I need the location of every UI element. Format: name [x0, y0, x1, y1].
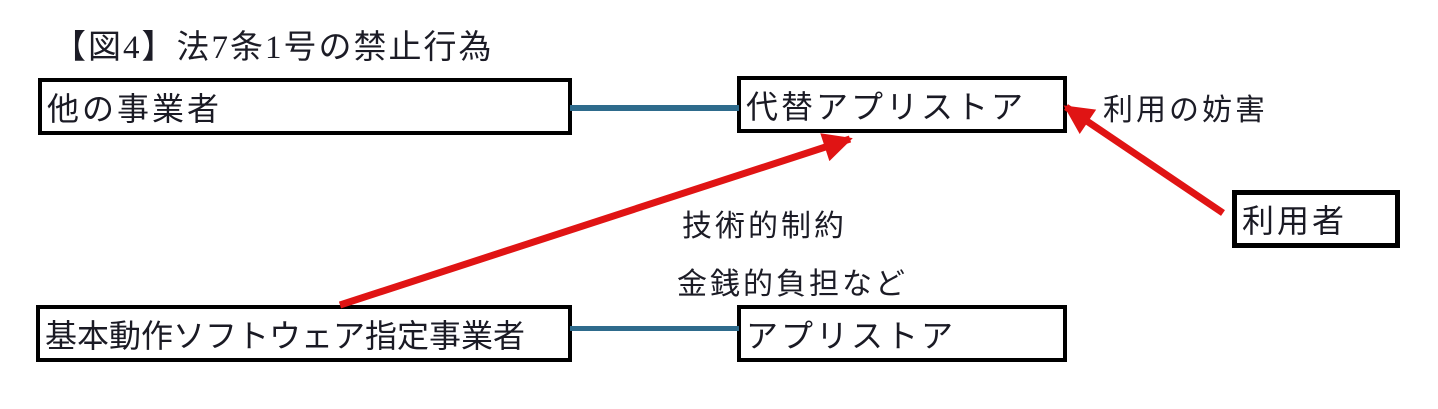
box-designated-provider-label: 基本動作ソフトウェア指定事業者	[45, 317, 526, 354]
box-app-store-label: アプリストア	[746, 317, 957, 354]
annotation-financial-burden: 金銭的負担など	[677, 268, 908, 301]
box-alt-app-store: 代替アプリストア	[737, 76, 1067, 133]
box-other-business: 他の事業者	[38, 78, 572, 135]
figure-title: 【図4】法7条1号の禁止行為	[53, 30, 494, 66]
box-app-store: アプリストア	[737, 305, 1067, 362]
box-designated-provider: 基本動作ソフトウェア指定事業者	[36, 305, 572, 362]
box-user: 利用者	[1232, 190, 1400, 248]
connector-other-to-altstore	[570, 105, 739, 111]
box-user-label: 利用者	[1242, 203, 1348, 239]
annotation-interference: 利用の妨害	[1103, 94, 1268, 127]
connector-provider-to-appstore	[570, 326, 739, 331]
box-alt-app-store-label: 代替アプリストア	[746, 88, 1027, 125]
box-other-business-label: 他の事業者	[47, 90, 223, 127]
annotation-technical-restriction: 技術的制約	[682, 210, 847, 243]
